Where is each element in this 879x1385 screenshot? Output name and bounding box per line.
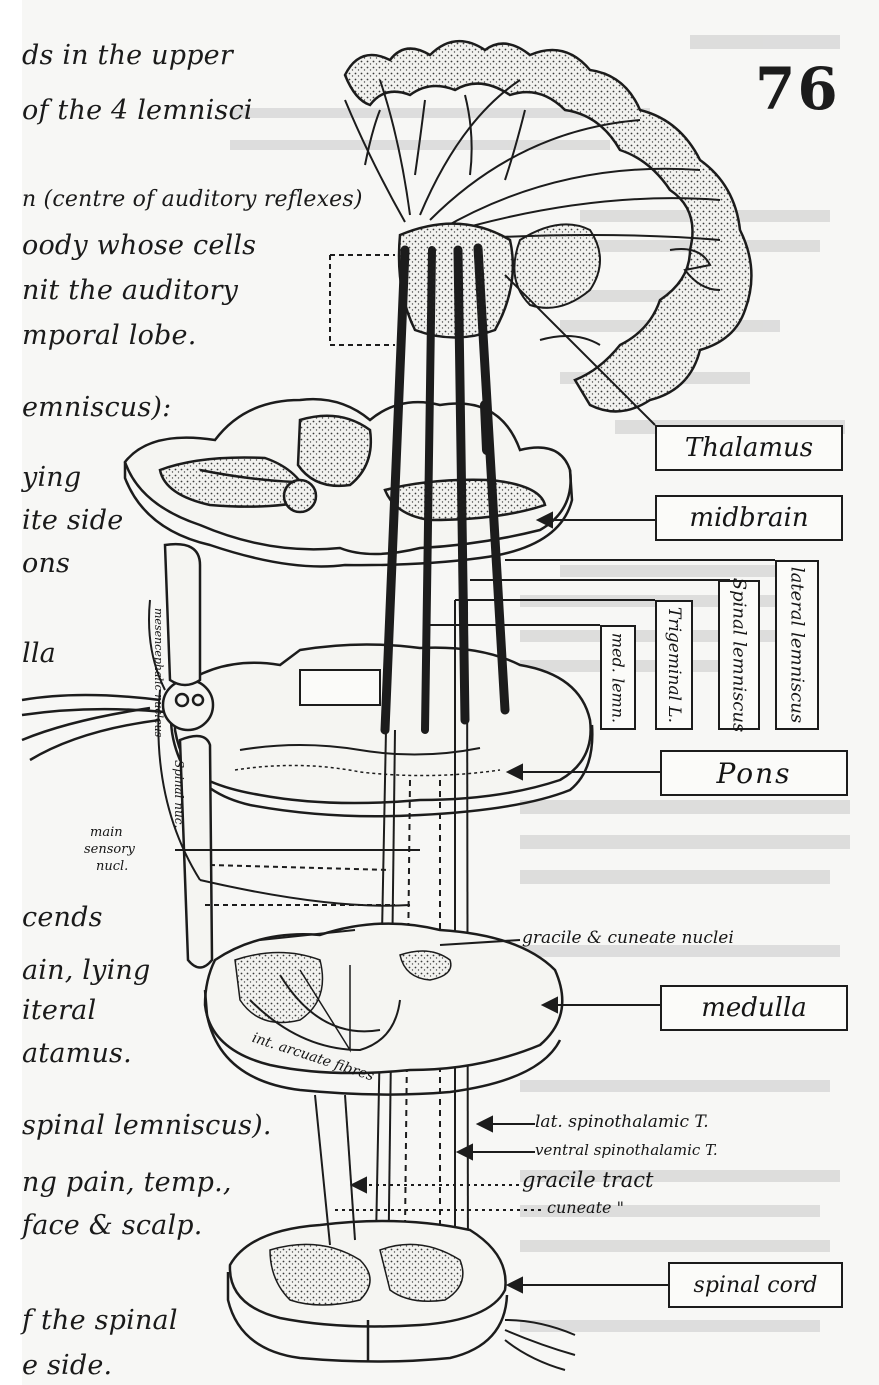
spinal-cord-label-box: spinal cord [668, 1262, 843, 1308]
left-text-line: mporal lobe. [22, 320, 197, 351]
lateral-lemniscus-box: lateral lemniscus [775, 560, 819, 730]
left-text-line: cends [22, 902, 103, 933]
medulla-section [205, 924, 562, 1095]
left-text-line: iteral [22, 995, 96, 1026]
main-sensory-label: main [90, 825, 123, 840]
spinal-cord-label: spinal cord [694, 1273, 818, 1298]
left-text-line: f the spinal [22, 1305, 178, 1336]
mesencephalic-nucleus-label: mesencephalic nucleus [152, 608, 165, 737]
left-text-line: atamus. [22, 1038, 132, 1069]
spinal-lemniscus-box: Spinal lemniscus [718, 580, 760, 730]
page-number: 76 [755, 55, 840, 123]
left-text-line: nit the auditory [22, 275, 238, 306]
spinal-nucleus-label: Spinal nuc. [172, 760, 186, 828]
pons-label-box: Pons [660, 750, 848, 796]
medial-lemniscus-label: med. lemn. [609, 632, 628, 722]
left-text-line: oody whose cells [22, 230, 256, 261]
spinal-cord-section [228, 1221, 507, 1362]
medulla-label: medulla [701, 993, 807, 1023]
left-text-line: ain, lying [22, 955, 150, 986]
midbrain-label: midbrain [689, 503, 808, 533]
medulla-label-box: medulla [660, 985, 848, 1031]
trigeminal-lemniscus-box: Trigeminal L. [655, 600, 693, 730]
lateral-spinothalamic-label: lat. spinothalamic T. [535, 1112, 709, 1132]
left-text-line: ds in the upper [22, 40, 233, 71]
lateral-lemniscus-label: lateral lemniscus [787, 567, 808, 723]
left-text-line: face & scalp. [22, 1210, 203, 1241]
gracile-tract-label: gracile tract [522, 1168, 654, 1192]
left-text-line: ng pain, temp., [22, 1167, 232, 1198]
ventral-spinothalamic-label: ventral spinothalamic T. [535, 1141, 718, 1159]
midbrain-section [125, 399, 572, 566]
left-text-line: emniscus): [22, 392, 171, 423]
left-text-line: ying [22, 462, 81, 493]
gracile-cuneate-nuclei-label: gracile & cuneate nuclei [522, 928, 734, 948]
left-text-line: e side. [22, 1350, 112, 1381]
cerebral-hemisphere [345, 41, 751, 411]
main-sensory-label: sensory [84, 842, 135, 857]
left-text-line: of the 4 lemnisci [22, 95, 253, 126]
left-text-line: lla [22, 638, 56, 669]
cuneate-tract-label: cuneate " [547, 1198, 624, 1217]
left-text-line: spinal lemniscus). [22, 1110, 272, 1141]
left-text-line: n (centre of auditory reflexes) [22, 187, 363, 212]
pons-label: Pons [717, 757, 792, 790]
thalamus-label: Thalamus [685, 433, 813, 463]
left-text-line: ons [22, 548, 70, 579]
main-sensory-label: nucl. [96, 859, 128, 874]
thalamus-label-box: Thalamus [655, 425, 843, 471]
left-text-line: ite side [22, 505, 123, 536]
spinal-lemniscus-label: Spinal lemniscus [729, 578, 750, 732]
trigeminal-lemniscus-label: Trigeminal L. [664, 607, 684, 723]
medial-lemniscus-box: med. lemn. [600, 625, 636, 730]
midbrain-label-box: midbrain [655, 495, 843, 541]
